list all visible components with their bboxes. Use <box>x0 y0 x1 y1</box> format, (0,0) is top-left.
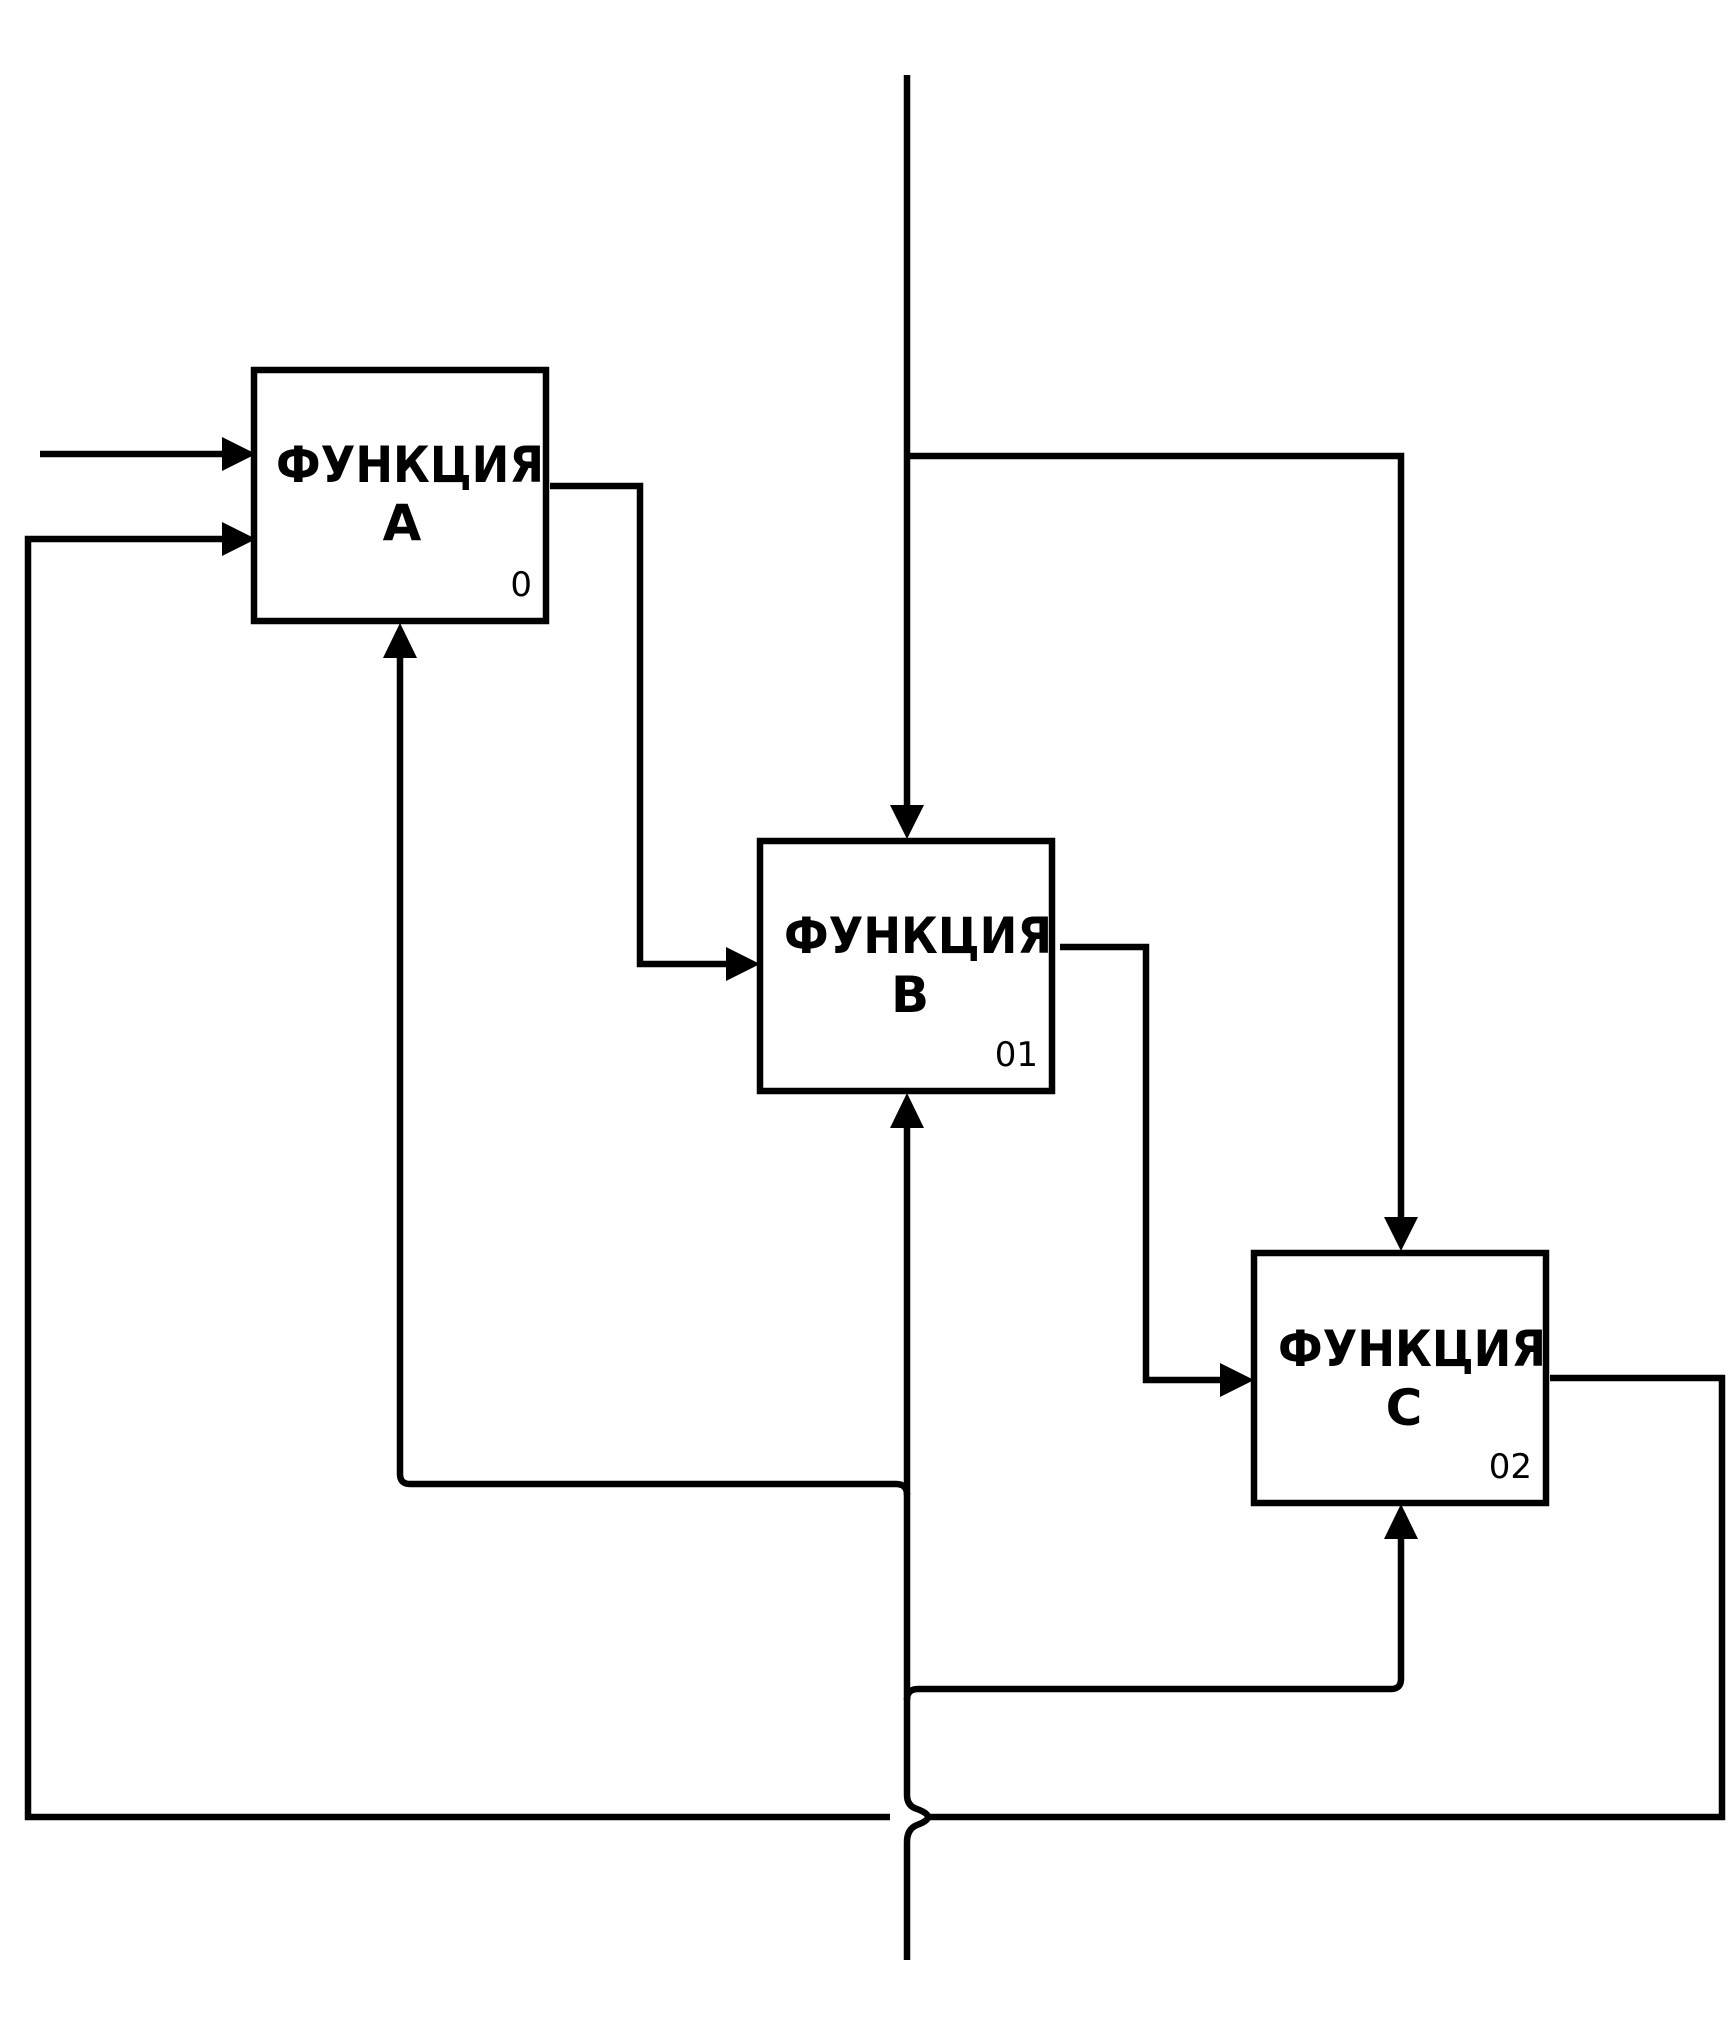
arrowhead-c-input <box>1220 1363 1254 1397</box>
b-to-c-line <box>1060 943 1222 1384</box>
mechanism-branch-to-c <box>903 1530 1405 1701</box>
arrowhead-b-mechanism <box>890 1093 924 1128</box>
box-b-title-line1: ФУНКЦИЯ <box>784 907 1052 965</box>
function-box-b: ФУНКЦИЯ B 01 <box>756 837 1056 1095</box>
feedback-loop-line <box>24 535 1726 1821</box>
arrowhead-a-mechanism <box>383 623 417 658</box>
box-a-title-line2: A <box>383 494 422 552</box>
box-a-title-line1: ФУНКЦИЯ <box>276 436 544 494</box>
mechanism-line-bottom <box>903 1128 932 1960</box>
box-a-node-number: 0 <box>510 565 532 605</box>
box-c-title-line1: ФУНКЦИЯ <box>1278 1320 1546 1378</box>
arrowhead-c-mechanism <box>1384 1504 1418 1539</box>
mechanism-branch-to-a <box>396 656 911 1496</box>
function-box-c: ФУНКЦИЯ C 02 <box>1250 1249 1550 1507</box>
box-c-frame <box>1250 1249 1550 1507</box>
box-b-node-number: 01 <box>995 1035 1038 1075</box>
arrowhead-b-control <box>890 805 924 839</box>
box-c-node-number: 02 <box>1489 1447 1532 1487</box>
box-b-title-line2: B <box>891 966 929 1024</box>
a-to-b-line <box>550 482 732 968</box>
arrowhead-c-control <box>1384 1217 1418 1251</box>
arrowhead-b-input <box>726 947 760 981</box>
control-branch-to-c <box>907 452 1405 1222</box>
function-box-a: ФУНКЦИЯ A 0 <box>250 366 550 625</box>
box-c-title-line2: C <box>1386 1379 1423 1437</box>
arrowhead-a-input-1 <box>222 437 256 471</box>
box-a-frame <box>250 366 550 625</box>
box-b-frame <box>756 837 1056 1095</box>
arrowhead-a-input-2 <box>222 522 256 556</box>
